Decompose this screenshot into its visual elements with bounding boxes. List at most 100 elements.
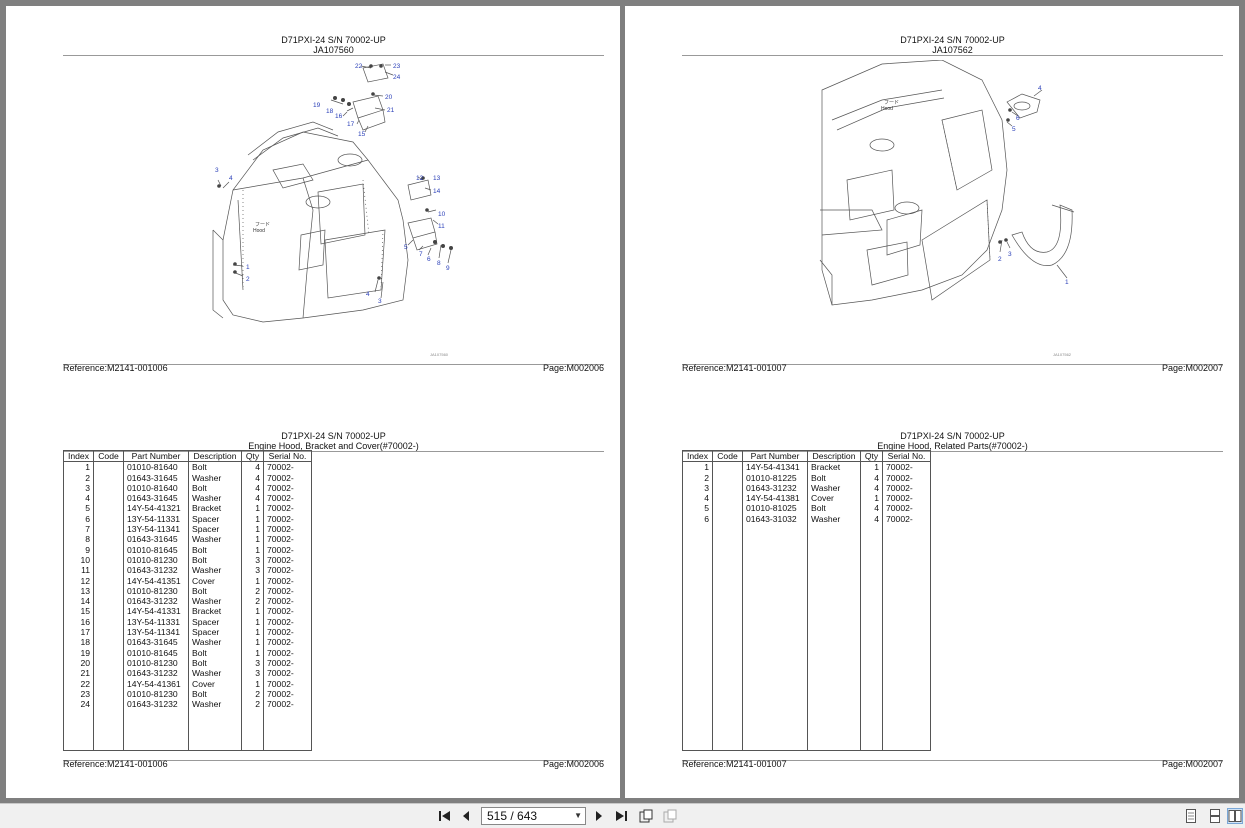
cell-index — [682, 678, 713, 689]
fit-width-icon[interactable] — [662, 808, 678, 824]
cell-index — [682, 596, 713, 607]
page-number-input[interactable]: 515 / 643 ▼ — [481, 807, 586, 825]
svg-text:1: 1 — [246, 264, 250, 271]
cell-part-number — [742, 524, 808, 535]
cell-index: 2 — [682, 472, 713, 483]
cell-code — [712, 575, 743, 586]
page-right: D71PXI-24 S/N 70002-UP JA107562 — [625, 6, 1239, 798]
cell-code — [712, 503, 743, 514]
cell-part-number — [742, 585, 808, 597]
cell-index — [682, 730, 713, 741]
cell-serial — [882, 575, 931, 586]
cell-serial — [882, 699, 931, 710]
cell-index: 4 — [63, 493, 94, 504]
cell-description — [807, 534, 861, 545]
two-page-view-icon[interactable] — [1227, 808, 1243, 824]
first-page-icon[interactable] — [437, 808, 453, 824]
cell-description — [807, 740, 861, 752]
last-page-icon[interactable] — [613, 808, 629, 824]
cell-description: Bolt — [188, 657, 242, 669]
next-page-icon[interactable] — [591, 808, 607, 824]
cell-part-number: 01643-31232 — [123, 596, 189, 607]
svg-text:7: 7 — [419, 251, 423, 258]
viewer-toolbar: 515 / 643 ▼ — [0, 803, 1245, 828]
cell-description — [807, 688, 861, 700]
cell-part-number: 13Y-54-11341 — [123, 627, 189, 638]
cell-part-number: 01010-81645 — [123, 544, 189, 555]
cell-part-number — [742, 730, 808, 741]
cell-qty: 4 — [860, 513, 883, 525]
list-title: D71PXI-24 S/N 70002-UP — [281, 431, 386, 441]
cell-description: Bolt — [807, 472, 861, 483]
cell-code — [712, 730, 743, 741]
list-subtitle: Engine Hood, Bracket and Cover(#70002-) — [248, 441, 419, 451]
cell-index — [682, 719, 713, 731]
cell-qty — [860, 596, 883, 607]
cell-description — [807, 657, 861, 669]
cell-description — [807, 668, 861, 679]
cell-part-number — [742, 719, 808, 731]
cell-part-number: 01643-31232 — [123, 565, 189, 576]
drawing-title: D71PXI-24 S/N 70002-UP — [900, 35, 1005, 45]
cell-description: Bolt — [188, 461, 242, 473]
cell-description: Spacer — [188, 627, 242, 638]
svg-text:13: 13 — [433, 175, 441, 182]
cell-description: Bracket — [807, 461, 861, 473]
cell-description — [807, 544, 861, 555]
fit-page-icon[interactable] — [638, 808, 654, 824]
cell-description: Washer — [188, 668, 242, 679]
figure-id: JA107562 — [932, 45, 973, 55]
cell-qty — [860, 709, 883, 720]
cell-part-number: 01010-81640 — [123, 482, 189, 494]
cell-description — [188, 740, 242, 752]
single-page-view-icon[interactable] — [1183, 808, 1199, 824]
table-row — [682, 647, 931, 658]
cell-qty: 1 — [241, 647, 264, 658]
cell-part-number: 01010-81230 — [123, 585, 189, 597]
cell-code — [712, 482, 743, 494]
cell-serial — [882, 668, 931, 679]
table-row — [682, 616, 931, 628]
cell-serial — [882, 554, 931, 566]
table-row — [682, 606, 931, 617]
footer-rule — [682, 364, 1223, 365]
continuous-view-icon[interactable] — [1207, 808, 1223, 824]
previous-page-icon[interactable] — [458, 808, 474, 824]
cell-description — [807, 524, 861, 535]
chevron-down-icon[interactable]: ▼ — [574, 811, 582, 820]
cell-serial: 70002- — [263, 647, 312, 658]
table-row — [682, 565, 931, 576]
cell-index: 6 — [63, 513, 94, 525]
table-row — [682, 637, 931, 648]
svg-text:24: 24 — [393, 74, 401, 81]
cell-code — [712, 719, 743, 731]
cell-code — [712, 472, 743, 483]
cell-code — [93, 596, 124, 607]
cell-description — [807, 554, 861, 566]
cell-index — [682, 740, 713, 752]
cell-index: 17 — [63, 627, 94, 638]
svg-text:14: 14 — [433, 188, 441, 195]
cell-code — [93, 740, 124, 752]
cell-qty — [860, 688, 883, 700]
svg-text:18: 18 — [326, 108, 334, 115]
cell-part-number: 14Y-54-41361 — [123, 678, 189, 689]
cell-part-number: 14Y-54-41351 — [123, 575, 189, 586]
cell-index — [63, 719, 94, 731]
cell-serial: 70002- — [263, 493, 312, 504]
cell-serial — [882, 627, 931, 638]
cell-qty: 2 — [241, 699, 264, 710]
cell-qty — [860, 585, 883, 597]
cell-qty: 1 — [241, 544, 264, 555]
list-subtitle: Engine Hood, Related Parts(#70002-) — [877, 441, 1028, 451]
cell-index: 3 — [682, 482, 713, 494]
cell-part-number — [742, 606, 808, 617]
cell-serial: 70002- — [263, 565, 312, 576]
cell-serial: 70002- — [263, 657, 312, 669]
